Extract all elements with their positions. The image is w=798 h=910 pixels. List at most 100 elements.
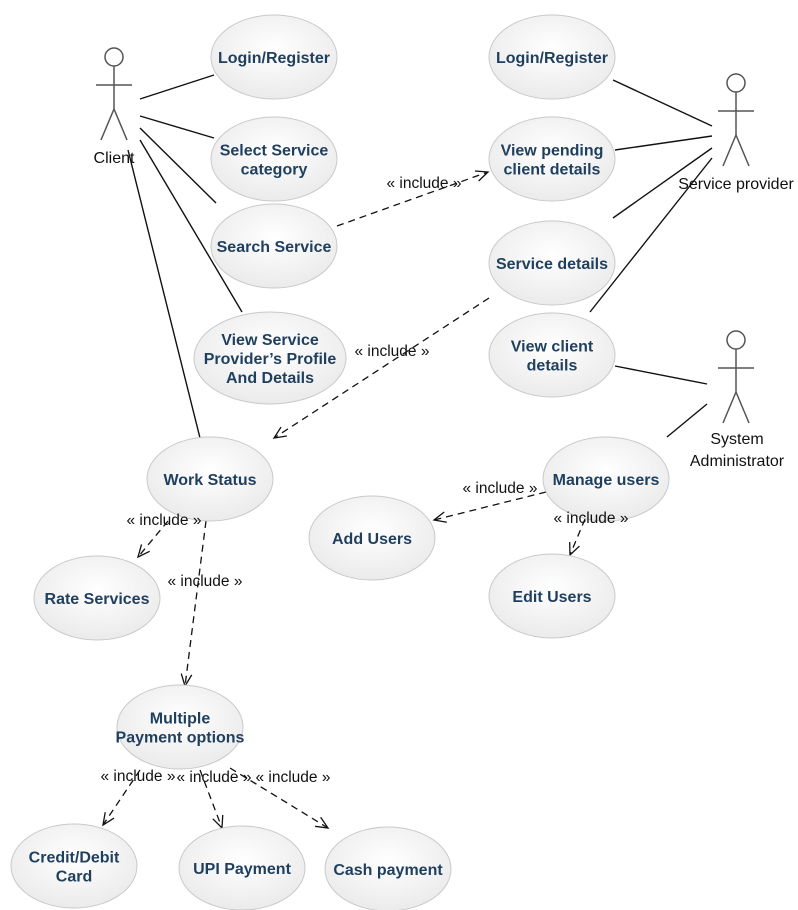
include-label: « include » [127, 512, 202, 529]
actor-left-leg-icon [722, 391, 737, 424]
use-case-ellipse [178, 825, 306, 910]
use-case-label: details [527, 358, 578, 375]
use-case-ellipse [488, 553, 616, 639]
use-case-ellipse [542, 436, 670, 522]
use-case-ellipse [308, 495, 436, 581]
actor-left-leg-icon [722, 134, 737, 167]
actor-client: Client [94, 47, 135, 167]
include-labels: « include »« include »« include »« inclu… [101, 175, 629, 786]
actor-head-icon [726, 330, 746, 350]
use-case-label: UPI Payment [193, 861, 291, 878]
use-case-ellipse [146, 436, 274, 522]
include-work-status-to-rate-services-line [137, 520, 169, 558]
use-case-ellipse [210, 14, 338, 100]
use-case-search-service: Search Service [210, 203, 338, 289]
use-case-edit-users: Edit Users [488, 553, 616, 639]
include-service-details-to-work-status-arrowhead [272, 426, 287, 439]
include-label: « include » [256, 769, 331, 786]
use-case-label: Multiple [150, 711, 211, 728]
use-case-label: Search Service [217, 239, 332, 256]
include-search-service-to-view-pending-line [336, 171, 489, 227]
include-label: « include » [177, 769, 252, 786]
include-label: « include » [355, 343, 430, 360]
use-case-cash: Cash payment [324, 826, 452, 910]
use-case-login-client: Login/Register [210, 14, 338, 100]
use-case-ellipse [488, 14, 616, 100]
use-case-select-category: Select Service category [210, 116, 338, 202]
use-case-rate-services: Rate Services [33, 555, 161, 641]
use-case-ellipse [210, 203, 338, 289]
include-manage-users-to-add-users-arrowhead [432, 511, 447, 523]
include-label: « include » [101, 768, 176, 785]
include-search-service-to-view-pending-arrowhead [474, 170, 490, 182]
include-label: « include » [463, 480, 538, 497]
use-case-label: Service details [496, 256, 608, 273]
association-service-provider-view-client [589, 157, 713, 313]
use-case-ellipse [210, 116, 338, 202]
use-case-label: Manage users [553, 472, 660, 489]
use-case-label: Login/Register [496, 50, 608, 67]
include-work-status-to-multiple-payment-line [184, 520, 207, 687]
use-case-label: Select Service [220, 143, 329, 160]
use-case-label: Cash payment [333, 862, 443, 879]
include-manage-users-to-add-users-line [433, 491, 547, 521]
actor-label: Client [94, 150, 135, 167]
association-system-admin-view-client [614, 365, 708, 385]
association-client-login-client [139, 74, 215, 100]
association-client-search-service [139, 127, 217, 204]
include-label: « include » [554, 510, 629, 527]
include-label: « include » [387, 175, 462, 192]
include-service-details-to-work-status-line [273, 297, 490, 439]
include-multiple-payment-to-upi-line [199, 769, 223, 829]
use-case-label: Login/Register [218, 50, 330, 67]
association-client-work-status [127, 149, 201, 439]
use-case-ellipse [33, 555, 161, 641]
actor-left-leg-icon [100, 108, 115, 141]
use-case-label: Credit/Debit [29, 850, 120, 867]
actor-head-icon [104, 47, 124, 67]
actor-right-leg-icon [113, 108, 128, 141]
use-case-label: View Service [221, 332, 319, 349]
use-case-login-sp: Login/Register [488, 14, 616, 100]
use-case-upi: UPI Payment [178, 825, 306, 910]
use-case-label: category [241, 162, 308, 179]
use-case-ellipse [488, 220, 616, 306]
use-case-label: client details [504, 162, 601, 179]
association-client-view-sp-profile [139, 139, 243, 313]
association-client-select-category [139, 115, 215, 139]
use-case-service-details: Service details [488, 220, 616, 306]
actor-head-icon [726, 73, 746, 93]
actor-right-leg-icon [735, 391, 750, 424]
use-case-ellipse [324, 826, 452, 910]
use-case-ellipse [116, 684, 244, 770]
association-service-provider-view-pending [614, 135, 713, 151]
use-case-label: Edit Users [512, 589, 591, 606]
include-label: « include » [168, 573, 243, 590]
use-case-ellipse [488, 116, 616, 202]
actor-service-provider: Service provider [678, 73, 794, 193]
use-case-manage-users: Manage users [542, 436, 670, 522]
use-case-label: Rate Services [45, 591, 150, 608]
actor-label: Administrator [690, 453, 785, 470]
include-manage-users-to-edit-users-line [569, 518, 586, 556]
actor-label: System [710, 431, 763, 448]
include-multiple-payment-to-credit-debit-arrowhead [102, 812, 115, 827]
association-service-provider-service-details [612, 147, 713, 219]
use-case-label: Work Status [163, 472, 256, 489]
use-case-view-client: View client details [488, 312, 616, 398]
use-case-work-status: Work Status [146, 436, 274, 522]
include-work-status-to-rate-services-arrowhead [136, 544, 150, 559]
include-multiple-payment-to-cash-arrowhead [315, 816, 330, 829]
use-case-label: View client [511, 339, 594, 356]
use-case-ellipse [10, 823, 138, 909]
actor-right-leg-icon [735, 134, 750, 167]
use-case-label: Card [56, 869, 92, 886]
use-case-ellipse [193, 311, 347, 405]
use-case-label: And Details [226, 370, 314, 387]
